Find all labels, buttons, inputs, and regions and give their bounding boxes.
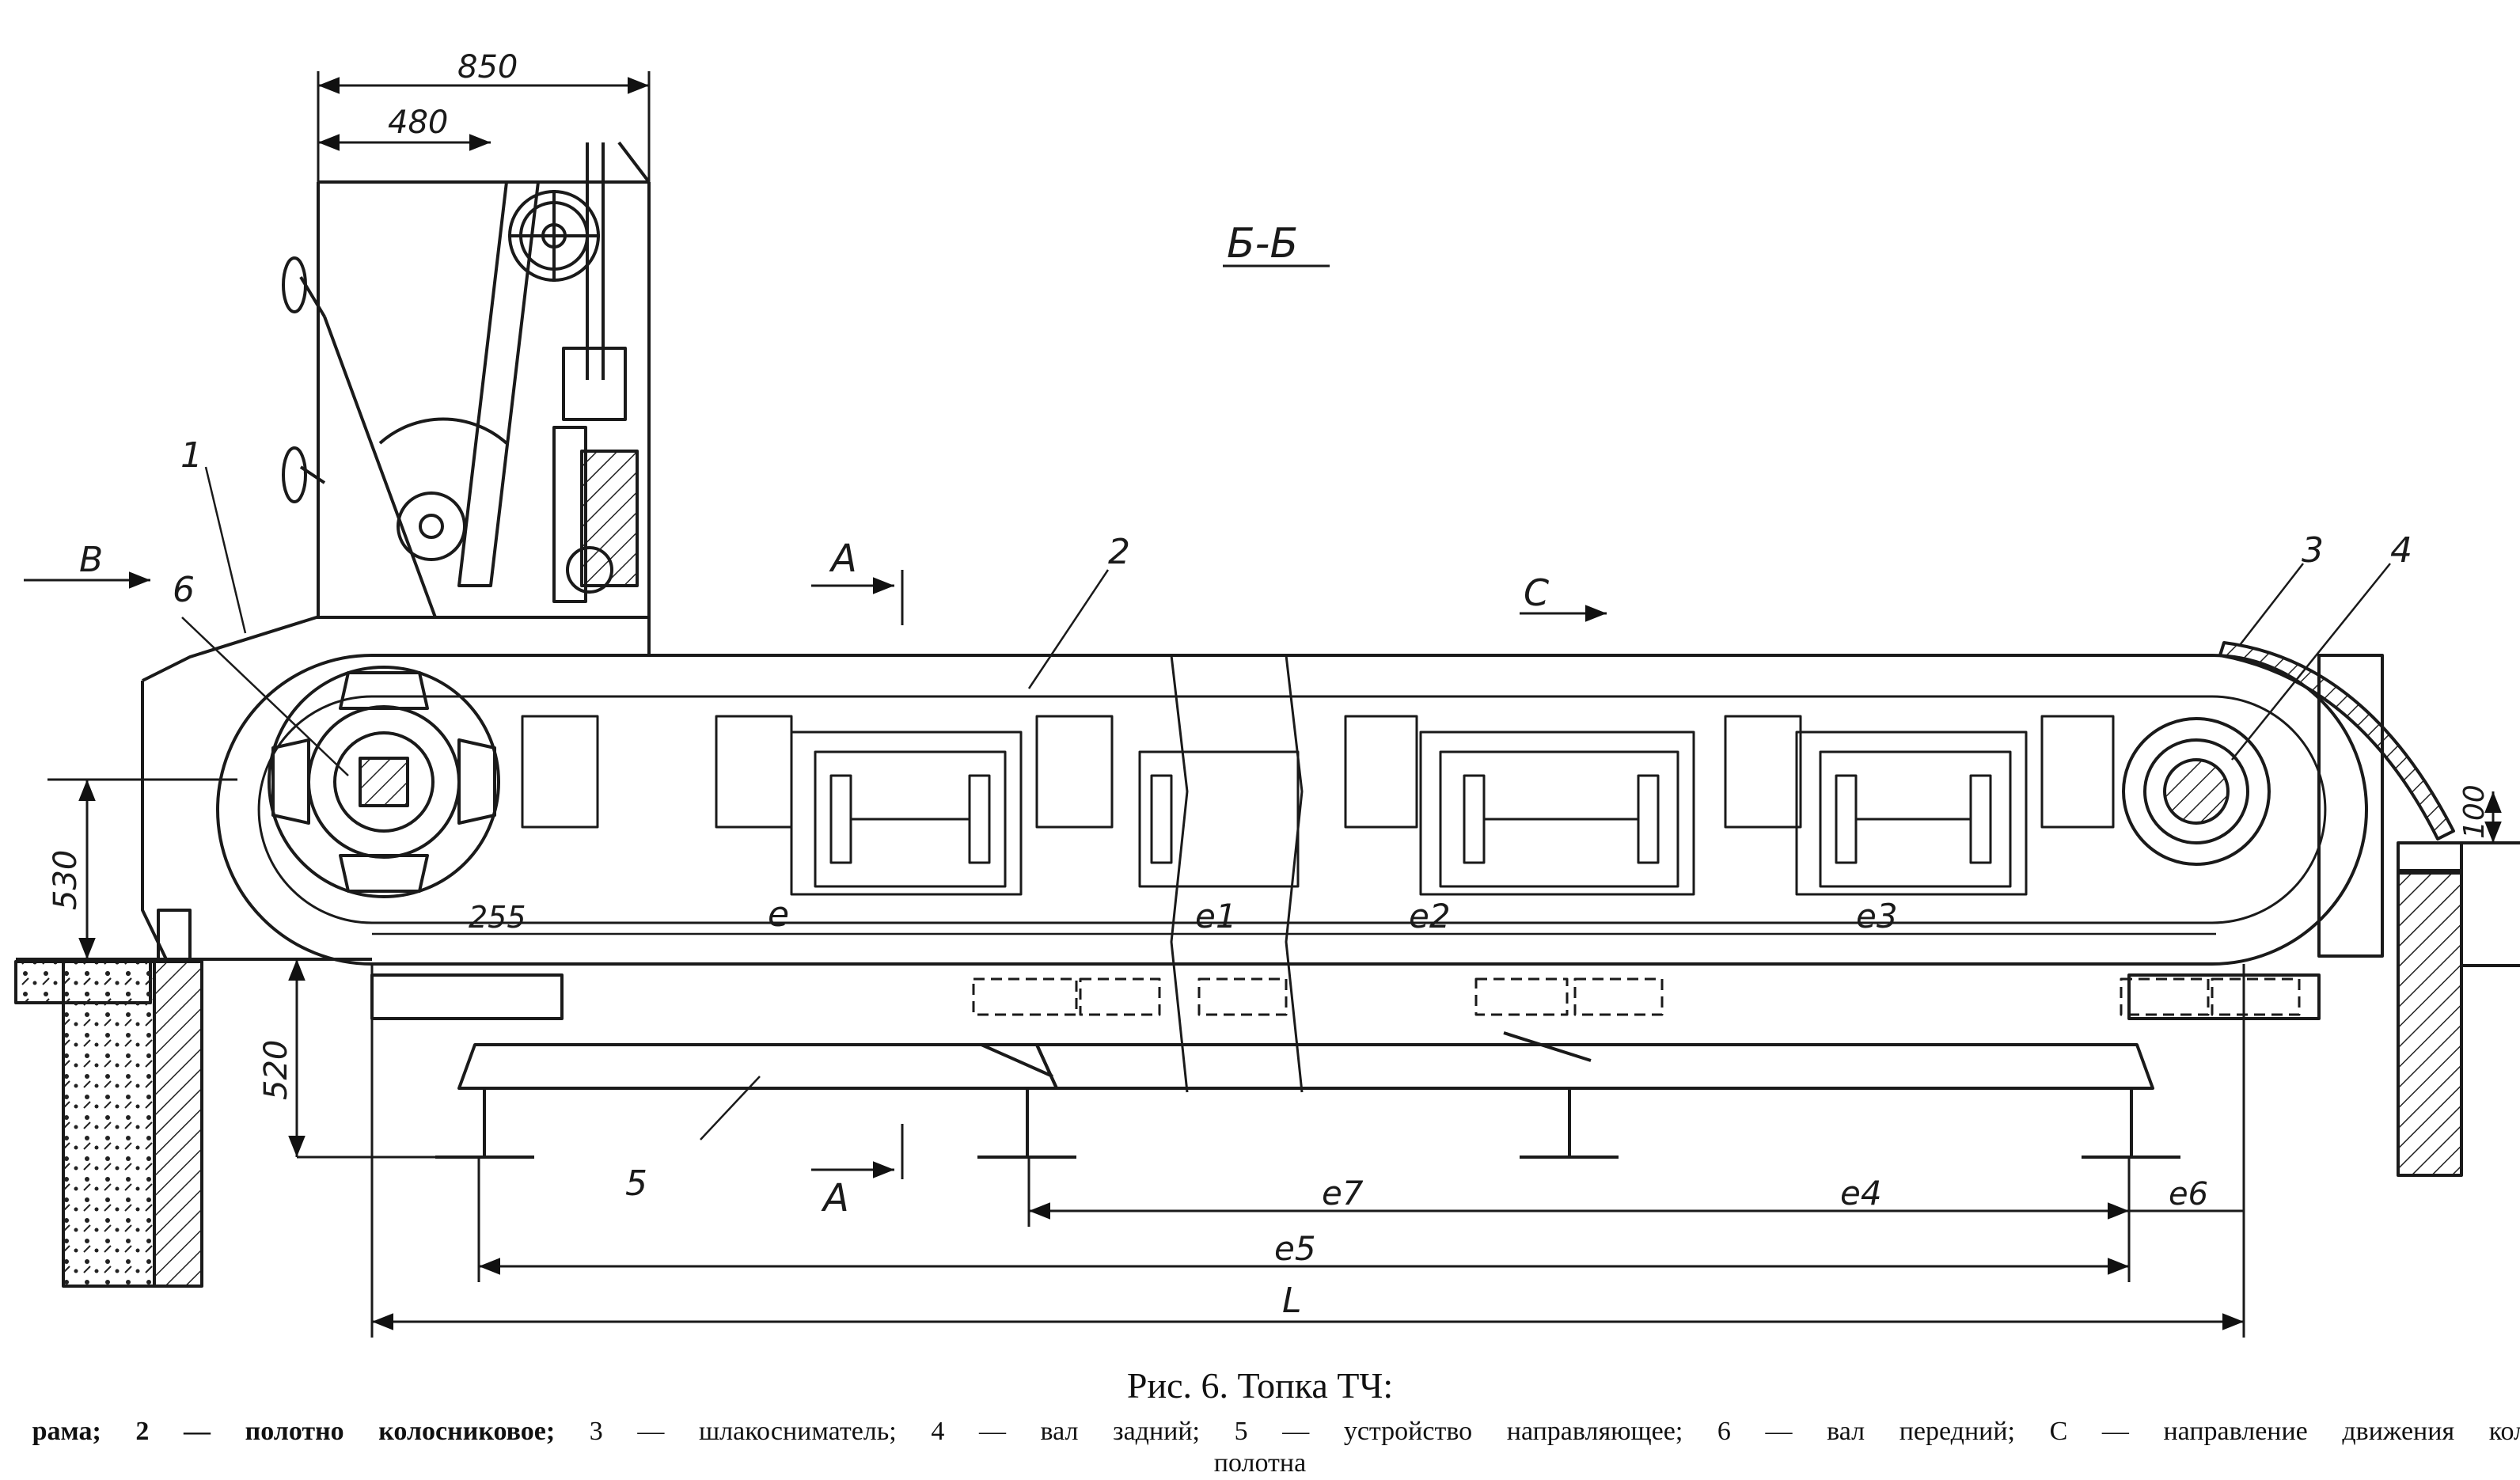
legend-bold-part: – рама; 2 — полотно колосниковое;	[0, 1417, 556, 1446]
frame-casing	[141, 616, 651, 961]
figure-caption-tail: полотна	[1213, 1448, 1307, 1478]
span-e7: e7	[1322, 1174, 1364, 1212]
guide-device	[370, 973, 2321, 1090]
span-e3: e3	[1856, 897, 1898, 935]
figure-labels: Б-Б 850 480 530 520 255 100 e e1 e2 e3 e…	[47, 49, 2491, 1321]
marker-A-bottom: А	[821, 1176, 849, 1220]
legend-rest: 3 — шлакосниматель; 4 — вал задний; 5 — …	[589, 1417, 2520, 1446]
figure-caption-title: Рис. 6. Топка ТЧ:	[1126, 1365, 1394, 1406]
callout-5: 5	[625, 1163, 647, 1204]
span-L: L	[1282, 1281, 1302, 1321]
callout-leaders	[181, 466, 2391, 1140]
dim-850: 850	[457, 49, 518, 85]
slag-remover	[2218, 641, 2455, 958]
span-e4: e4	[1840, 1174, 1882, 1212]
dim-100: 100	[2458, 784, 2491, 839]
callout-2: 2	[1108, 532, 1130, 572]
marker-A-top: А	[829, 537, 857, 581]
supports	[435, 1087, 2180, 1159]
span-e5: e5	[1274, 1229, 1316, 1268]
front-shaft	[268, 666, 500, 898]
rear-wall	[2397, 841, 2520, 1177]
marker-B: В	[79, 540, 103, 580]
carriage-rollers	[790, 731, 2028, 896]
marker-C: С	[1524, 571, 1549, 614]
callout-3: 3	[2302, 530, 2324, 571]
span-e2: e2	[1409, 897, 1451, 935]
front-wall	[14, 958, 372, 1288]
markers	[24, 264, 1607, 1179]
callout-1: 1	[180, 435, 203, 476]
span-e6: e6	[2169, 1176, 2208, 1212]
rear-shaft	[2122, 717, 2271, 866]
callout-6: 6	[173, 570, 195, 610]
dim-530: 530	[47, 850, 84, 910]
dim-480: 480	[388, 104, 448, 141]
figure-caption-legend: – рама; 2 — полотно колосниковое; 3 — шл…	[0, 1417, 2520, 1447]
span-e1: e1	[1195, 897, 1237, 935]
hopper	[282, 141, 651, 657]
brackets	[521, 715, 2115, 829]
callout-4: 4	[2390, 530, 2412, 571]
section-label: Б-Б	[1227, 220, 1298, 268]
span-e: e	[768, 894, 789, 935]
dimension-lines	[47, 71, 2502, 1338]
grate-belt	[216, 654, 2368, 1093]
dim-520: 520	[258, 1040, 294, 1100]
dim-255: 255	[469, 900, 526, 935]
